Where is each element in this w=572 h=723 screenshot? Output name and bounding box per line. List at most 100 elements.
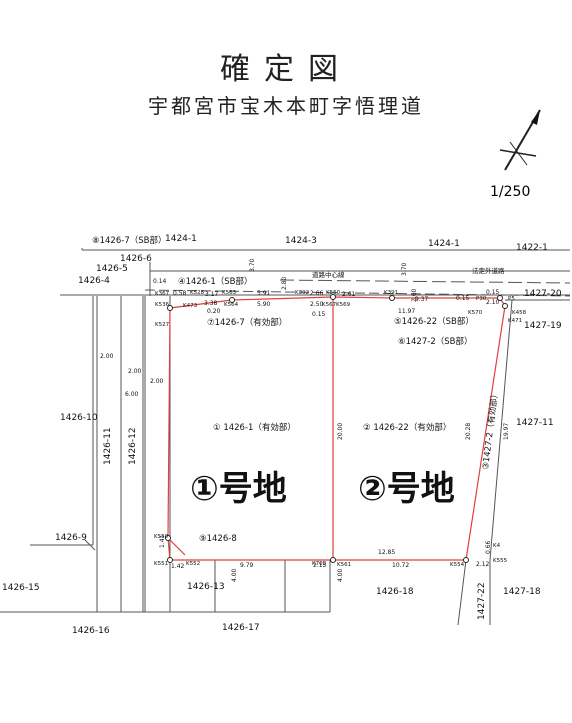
svg-text:11.97: 11.97 [398,308,415,315]
svg-text:K473: K473 [183,303,198,309]
parcel-label: 1426-5 [96,264,128,274]
page-title: 確定図 [220,52,352,87]
svg-text:K555: K555 [493,558,508,564]
svg-text:2.10: 2.10 [486,299,500,306]
svg-text:0.20: 0.20 [207,308,221,315]
svg-text:2.00: 2.00 [128,368,142,375]
svg-text:K391: K391 [384,290,398,296]
svg-text:K392: K392 [295,290,309,296]
svg-text:K560: K560 [326,290,341,296]
svg-text:9.37: 9.37 [415,296,429,303]
callout-label: ② 1426-22（有効部） [363,422,451,433]
svg-text:0.15: 0.15 [456,295,470,302]
callout-label: ⑧1426-7（SB部） [92,235,166,246]
parcel-label: 1422-1 [516,243,548,253]
svg-text:2.60: 2.60 [411,288,418,302]
svg-text:K551: K551 [154,561,168,567]
svg-text:K554: K554 [450,562,465,568]
svg-text:5.90: 5.90 [257,301,271,308]
parcel-label: 1426-10 [60,413,98,423]
svg-text:K563: K563 [222,290,237,296]
callout-label: ④1426-1（SB部） [178,276,252,287]
svg-text:20.00: 20.00 [337,423,344,440]
svg-text:K564: K564 [224,302,239,308]
svg-text:K552: K552 [186,561,200,567]
parcel-label: 1426-11 [103,427,113,465]
svg-text:1.42: 1.42 [171,563,185,570]
svg-text:10.72: 10.72 [392,562,409,569]
parcel-label: 1424-1 [428,239,460,249]
svg-text:K367: K367 [155,291,170,297]
svg-text:2.61: 2.61 [342,291,356,298]
road-notes: 道路中心線 法定外道路 [312,266,505,279]
parcel-label: 1426-13 [187,582,225,592]
svg-text:3.70: 3.70 [401,262,408,276]
svg-text:12.85: 12.85 [378,549,395,556]
parcel-label: 1426-4 [78,276,110,286]
svg-text:K570: K570 [468,310,483,316]
svg-text:2.80: 2.80 [281,276,288,290]
svg-text:6.00: 6.00 [125,391,139,398]
svg-text:2.66: 2.66 [310,290,324,297]
parcel-label: 1427-11 [516,418,554,428]
parcel-labels: 1424-1 1424-3 1424-1 1422-1 1426-6 1426-… [2,234,562,636]
parcel-label: 1424-1 [165,234,197,244]
svg-text:0.14: 0.14 [153,278,167,285]
svg-text:P30: P30 [476,296,487,302]
svg-text:3.17: 3.17 [205,291,219,298]
svg-text:2.13: 2.13 [313,562,327,569]
parcel-label: 1424-3 [285,236,317,246]
callout-label: ① 1426-1（有効部） [213,422,296,433]
page-subtitle: 宇都宮市宝木本町字悟理道 [148,94,424,118]
svg-text:19.97: 19.97 [503,423,510,440]
svg-text:K458: K458 [512,310,527,316]
svg-text:K536: K536 [155,302,170,308]
svg-text:0.15: 0.15 [486,289,500,296]
parcel-label: 1426-12 [128,427,138,465]
parcel-label: 1426-17 [222,623,260,633]
svg-text:4.00: 4.00 [337,568,344,582]
svg-text:9.79: 9.79 [240,562,254,569]
svg-text:K527: K527 [155,322,170,328]
parcel-label: 1426-16 [72,626,110,636]
svg-text:K561: K561 [337,562,351,568]
svg-text:0.58: 0.58 [173,290,187,297]
svg-text:2.00: 2.00 [100,353,114,360]
svg-text:5.91: 5.91 [257,290,271,297]
dimension-labels: 0.58 0.14 3.17 3.38 0.20 5.91 5.90 2.66 … [100,258,510,582]
callout-label: ⑥1427-2（SB部） [398,336,472,347]
parcel-label: 1426-6 [120,254,152,264]
lot-2-label: ②号地 [358,469,455,509]
parcel-label: 1427-18 [503,587,541,597]
survey-points [165,294,508,563]
svg-text:0.66: 0.66 [485,540,492,554]
neighbor-boundaries [0,248,571,626]
parcel-label: 1427-22 [477,582,487,620]
svg-text:3.70: 3.70 [249,258,256,272]
callout-label: ⑨1426-8 [199,534,237,544]
scale-label: 1/250 [490,184,531,200]
point-labels: K367 K536 K527 K528 K473 K563 K564 K392 … [154,290,527,568]
svg-text:3.38: 3.38 [204,300,218,307]
callout-label: ⑤1426-22（SB部） [394,316,474,327]
parcel-label: 1426-18 [376,587,414,597]
callout-label: ③1427-2（有効部） [480,389,501,470]
parcel-label: 1427-20 [524,289,562,299]
svg-text:K471: K471 [508,318,522,324]
parcel-label: 1427-19 [524,321,562,331]
lot-1-label: ①号地 [190,469,287,509]
svg-text:P5: P5 [508,296,515,302]
svg-text:4.00: 4.00 [231,568,238,582]
road-note: 道路中心線 [312,270,345,279]
svg-text:K567: K567 [322,302,337,308]
svg-text:K550: K550 [154,534,169,540]
svg-text:K708: K708 [312,561,327,567]
svg-text:K569: K569 [336,302,351,308]
svg-text:K528: K528 [190,290,205,296]
callout-label: ⑦1426-7（有効部） [207,317,287,328]
svg-text:20.28: 20.28 [465,423,472,440]
svg-text:2.12: 2.12 [476,561,490,568]
svg-text:2.50: 2.50 [310,301,324,308]
svg-text:2.00: 2.00 [150,378,164,385]
